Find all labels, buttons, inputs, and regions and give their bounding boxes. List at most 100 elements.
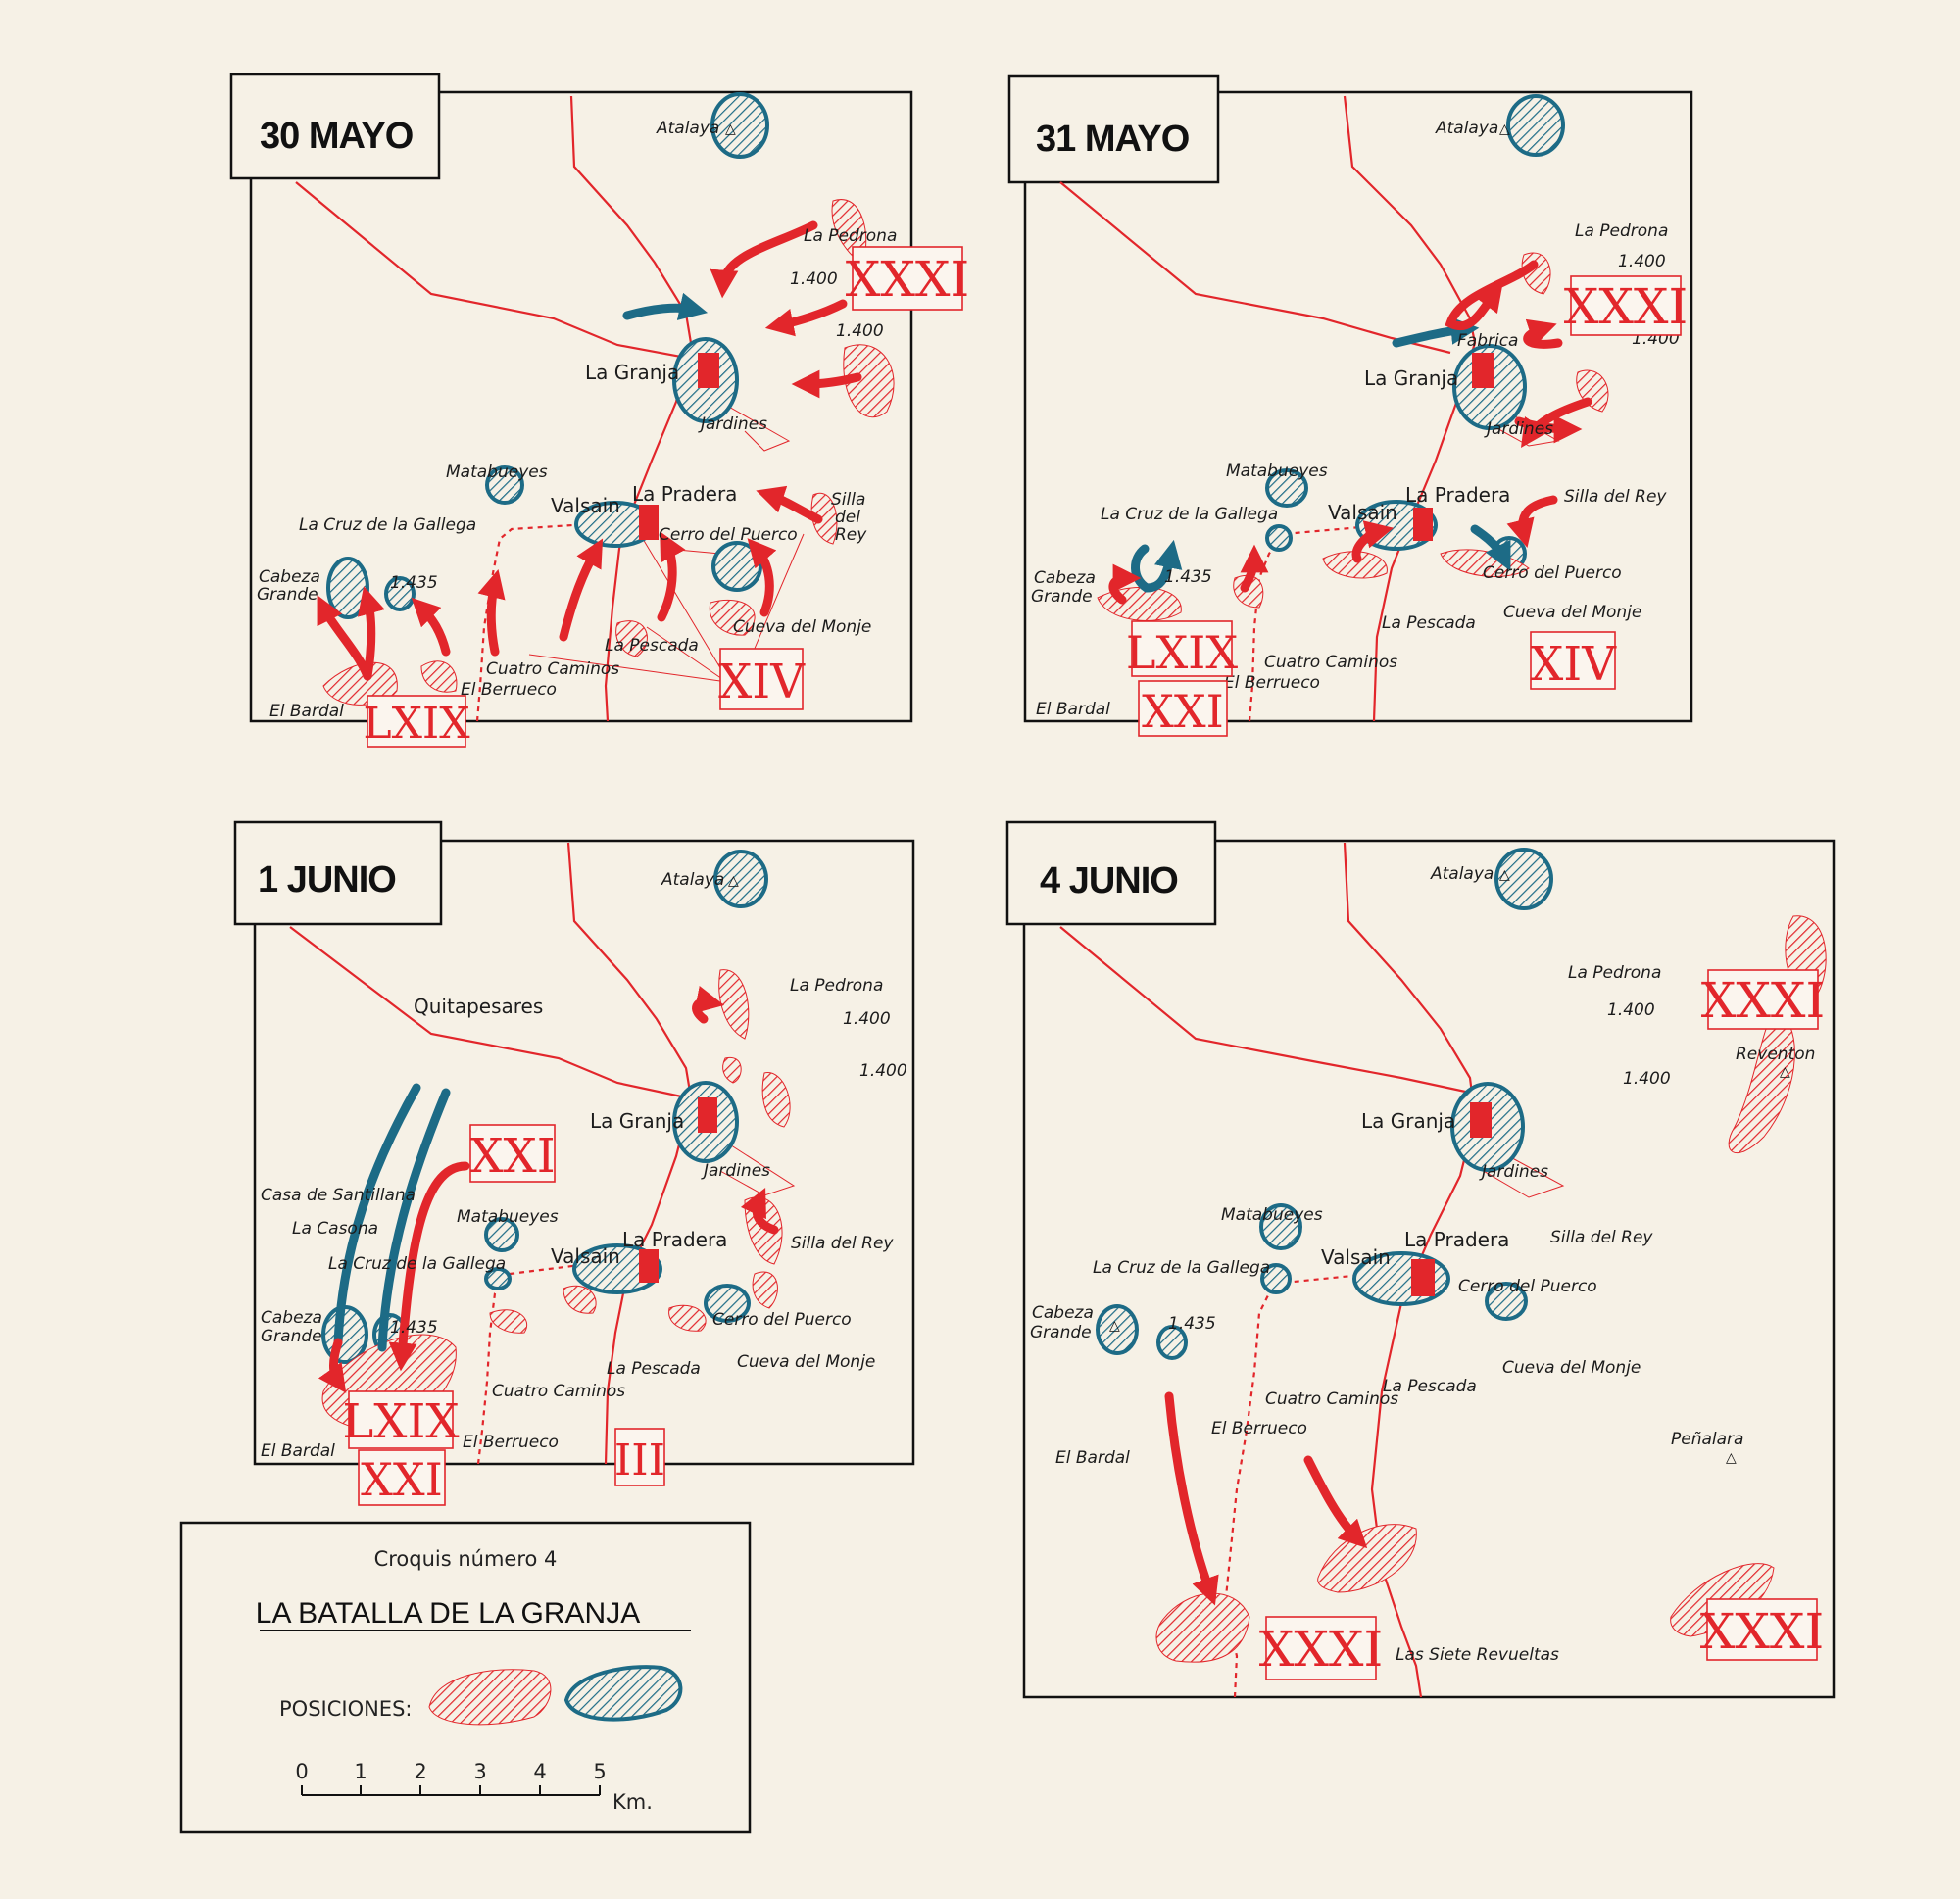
- summit-icon: △: [725, 122, 736, 137]
- blue-position: [1265, 524, 1293, 552]
- red-attack-arrow: [1108, 563, 1142, 605]
- panel-frame: [249, 90, 913, 723]
- unit-label: LXIX: [363, 699, 470, 749]
- elevation-label: 1.400: [859, 1061, 907, 1081]
- blue-position: [1485, 1282, 1528, 1321]
- place-silla: Rey: [835, 525, 867, 545]
- blue-attack-arrow: [1131, 539, 1183, 593]
- place-matabueyes: Matabueyes: [446, 463, 548, 482]
- summit-icon: △: [728, 873, 739, 889]
- red-position: [668, 1304, 707, 1332]
- place-la-pescada: La Pescada: [1383, 1377, 1477, 1396]
- unit-box: [614, 1428, 665, 1486]
- place-la-cruz: La Cruz de la Gallega: [1093, 1258, 1270, 1278]
- jardines-outline: [719, 1141, 796, 1196]
- elevation-label: 1.400: [790, 269, 838, 289]
- place-la-pescada: La Pescada: [605, 636, 699, 656]
- legend-red-swatch: [428, 1669, 552, 1726]
- blue-position: [710, 92, 769, 159]
- road: [295, 181, 707, 360]
- scale-bar: 0 1 2 3 4 5 Km.: [295, 1760, 653, 1814]
- legend-blue-swatch: [564, 1665, 683, 1722]
- unit-label: XXI: [1142, 685, 1224, 738]
- place-atalaya: Atalaya: [1435, 119, 1498, 138]
- red-attack-arrow: [710, 220, 818, 299]
- place-valsain: Valsain: [1321, 1245, 1391, 1269]
- place-la-pradera: La Pradera: [1405, 483, 1510, 507]
- unit-label: XIV: [718, 655, 806, 709]
- place-la-pedrona: La Pedrona: [1568, 963, 1661, 983]
- place-atalaya: Atalaya: [661, 870, 724, 890]
- place-cerro-puerco: Cerro del Puerco: [1458, 1277, 1597, 1296]
- unit-label: XXI: [361, 1453, 443, 1506]
- blue-attack-arrow: [1470, 524, 1511, 571]
- unit-label: III: [614, 1436, 665, 1485]
- place-cerro-puerco: Cerro del Puerco: [712, 1310, 852, 1330]
- red-position-solid: [1411, 1259, 1435, 1296]
- place-cabeza: Grande: [1031, 587, 1093, 607]
- red-position-solid: [639, 1249, 659, 1283]
- red-position-solid: [1472, 353, 1494, 388]
- blue-attack-arrow: [1392, 316, 1480, 348]
- unit-label: XXI: [469, 1129, 555, 1184]
- unit-label: XXXI: [1259, 1621, 1384, 1678]
- place-la-granja: La Granja: [585, 361, 679, 384]
- red-position: [1728, 1008, 1795, 1154]
- red-attack-arrow: [1303, 1455, 1368, 1549]
- place-valsain: Valsain: [1328, 501, 1397, 524]
- place-quitapesares: Quitapesares: [414, 995, 543, 1018]
- panel-date: 31 MAYO: [1036, 119, 1189, 160]
- unit-box: [1570, 275, 1682, 336]
- unit-box: [1131, 620, 1233, 677]
- panel-4-junio: 4 JUNIO Atalaya △ La Pedrona 1.400 1.400…: [1005, 820, 1836, 1699]
- red-position-solid: [698, 353, 719, 388]
- unit-label: LXIX: [342, 1394, 459, 1449]
- red-attack-arrow: [1351, 520, 1395, 563]
- place-cuatro-caminos: Cuatro Caminos: [486, 659, 619, 679]
- red-position: [615, 620, 648, 657]
- place-el-berrueco: El Berrueco: [463, 1433, 559, 1452]
- scale-tick-label: 4: [533, 1760, 546, 1783]
- place-silla: Silla del Rey: [1550, 1228, 1653, 1247]
- red-position: [322, 661, 398, 706]
- panel-frame: [1023, 90, 1693, 723]
- blue-position: [1506, 94, 1565, 157]
- place-silla: Silla del Rey: [1564, 487, 1667, 507]
- place-cabeza: Cabeza: [259, 567, 320, 587]
- date-box: [229, 73, 441, 180]
- panel-date: 4 JUNIO: [1040, 860, 1178, 901]
- blue-position: [484, 1267, 512, 1290]
- unit-box: [852, 246, 963, 311]
- place-la-pedrona: La Pedrona: [790, 976, 883, 996]
- panel-1-junio: 1 JUNIO Atalaya △ La Pedrona 1.400: [233, 820, 915, 1506]
- place-cueva: Cueva del Monje: [1503, 603, 1642, 622]
- unit-box: [348, 1390, 454, 1449]
- unit-box: [1530, 631, 1616, 690]
- red-attack-arrow: [1164, 1391, 1219, 1606]
- place-el-berrueco: El Berrueco: [461, 680, 557, 700]
- place-cuatro-caminos: Cuatro Caminos: [492, 1382, 625, 1401]
- unit-label: XXXI: [1701, 972, 1826, 1029]
- red-position-solid: [1413, 508, 1433, 541]
- place-el-berrueco: El Berrueco: [1211, 1419, 1307, 1438]
- place-el-bardal: El Bardal: [261, 1441, 335, 1461]
- blue-attack-arrow: [622, 292, 709, 320]
- place-cabeza: Cabeza: [1034, 568, 1096, 588]
- place-cueva: Cueva del Monje: [733, 617, 871, 637]
- place-reventon: Reventon: [1736, 1045, 1815, 1064]
- place-el-bardal: El Bardal: [1055, 1448, 1130, 1468]
- red-attack-arrow: [791, 369, 862, 399]
- unit-box: [1706, 1598, 1818, 1661]
- place-la-casona: La Casona: [292, 1219, 378, 1239]
- panel-date: 30 MAYO: [260, 116, 413, 157]
- red-position: [1155, 1592, 1250, 1663]
- road: [1059, 181, 1451, 355]
- blue-position: [321, 1305, 368, 1364]
- place-el-berrueco: El Berrueco: [1224, 673, 1320, 693]
- place-el-bardal: El Bardal: [1036, 700, 1110, 719]
- place-matabueyes: Matabueyes: [1226, 462, 1328, 481]
- blue-position: [326, 557, 369, 619]
- panel-31-mayo: 31 MAYO Atalaya △ La Pedrona 1.400: [1007, 74, 1693, 738]
- red-attack-arrow: [1514, 414, 1583, 444]
- place-atalaya: Atalaya: [1430, 864, 1494, 884]
